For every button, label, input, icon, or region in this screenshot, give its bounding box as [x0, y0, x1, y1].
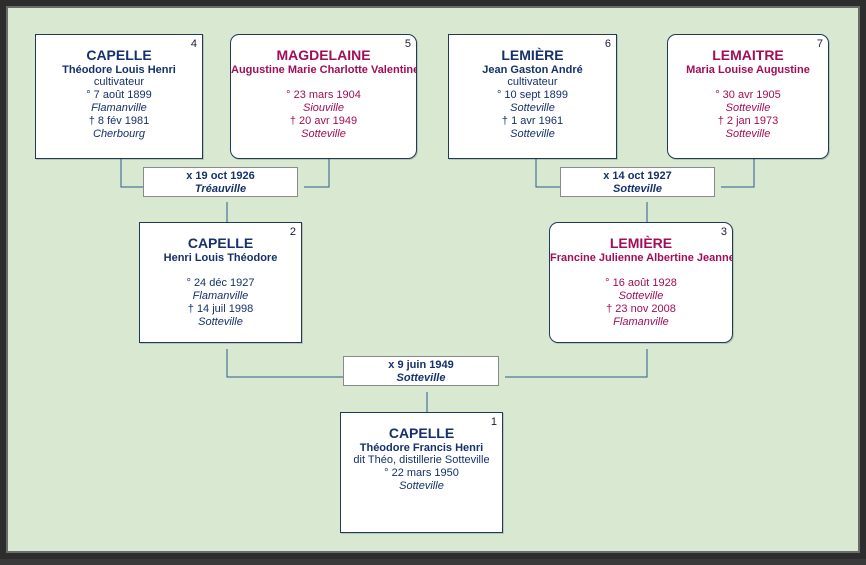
death-date: † 8 fév 1981	[88, 115, 150, 127]
birth-date: ° 24 déc 1927	[186, 277, 255, 289]
birth-place: Flamanville	[192, 290, 249, 302]
death-place: Sotteville	[198, 316, 243, 328]
death-place: Cherbourg	[93, 128, 145, 140]
birth-place: Sotteville	[725, 102, 771, 114]
birth-place: Sotteville	[618, 290, 664, 302]
given-names: Maria Louise Augustine	[686, 64, 810, 76]
occupation: cultivateur	[93, 76, 145, 88]
surname: MAGDELAINE	[276, 47, 371, 63]
birth-date: ° 30 avr 1905	[715, 89, 781, 101]
marriage-box-2-3[interactable]: x 9 juin 1949 Sotteville	[343, 356, 499, 386]
sosa-number: 5	[404, 38, 411, 50]
sosa-number: 6	[604, 38, 611, 50]
marriage-box-6-7[interactable]: x 14 oct 1927 Sotteville	[560, 167, 715, 197]
death-date: † 20 avr 1949	[289, 115, 358, 127]
birth-place: Flamanville	[91, 102, 147, 114]
surname: CAPELLE	[388, 425, 455, 441]
marriage-date: x 19 oct 1926	[186, 170, 255, 182]
person-card-1[interactable]: 1 CAPELLE Théodore Francis Henri dit Thé…	[340, 412, 503, 533]
given-names: Théodore Francis Henri	[359, 442, 484, 454]
sosa-number: 3	[720, 226, 727, 238]
surname: LEMAITRE	[712, 47, 784, 63]
death-date: † 23 nov 2008	[606, 303, 676, 315]
death-place: Sotteville	[301, 128, 346, 140]
death-date: † 14 juil 1998	[187, 303, 254, 315]
marriage-place: Sotteville	[396, 372, 446, 384]
person-card-5[interactable]: 5 MAGDELAINE Augustine Marie Charlotte V…	[230, 34, 417, 159]
birth-date: ° 16 août 1928	[605, 277, 677, 289]
given-names: Francine Julienne Albertine Jeanne	[550, 252, 733, 264]
sosa-number: 2	[289, 226, 296, 238]
person-card-3[interactable]: 3 LEMIÈRE Francine Julienne Albertine Je…	[549, 222, 733, 343]
given-names: Jean Gaston André	[482, 64, 583, 76]
given-names: Augustine Marie Charlotte Valentine	[231, 64, 417, 76]
death-date: † 2 jan 1973	[717, 115, 779, 127]
person-card-2[interactable]: 2 CAPELLE Henri Louis Théodore ° 24 déc …	[139, 222, 302, 343]
marriage-place: Tréauville	[194, 183, 247, 195]
marriage-box-4-5[interactable]: x 19 oct 1926 Tréauville	[143, 167, 298, 197]
death-place: Flamanville	[613, 316, 669, 328]
nickname-note: dit Théo, distillerie Sotteville	[353, 454, 490, 466]
person-card-6[interactable]: 6 LEMIÈRE Jean Gaston André cultivateur …	[448, 34, 617, 159]
sosa-number: 7	[816, 38, 823, 50]
surname: CAPELLE	[86, 47, 152, 63]
death-date: † 1 avr 1961	[501, 115, 564, 127]
birth-place: Sotteville	[399, 480, 444, 492]
person-card-4[interactable]: 4 CAPELLE Théodore Louis Henri cultivate…	[35, 34, 203, 159]
death-place: Sotteville	[510, 128, 555, 140]
given-names: Théodore Louis Henri	[62, 64, 176, 76]
birth-place: Siouville	[303, 102, 344, 114]
surname: CAPELLE	[187, 235, 254, 251]
sosa-number: 4	[190, 38, 197, 50]
marriage-place: Sotteville	[613, 183, 662, 195]
surname: LEMIÈRE	[609, 235, 673, 251]
surname: LEMIÈRE	[501, 47, 564, 63]
birth-date: ° 7 août 1899	[86, 89, 152, 101]
birth-date: ° 10 sept 1899	[496, 89, 569, 101]
birth-place: Sotteville	[510, 102, 555, 114]
death-place: Sotteville	[725, 128, 771, 140]
birth-date: ° 23 mars 1904	[286, 89, 361, 101]
sosa-number: 1	[490, 416, 497, 428]
person-card-7[interactable]: 7 LEMAITRE Maria Louise Augustine ° 30 a…	[667, 34, 829, 159]
birth-date: ° 22 mars 1950	[384, 467, 459, 479]
occupation: cultivateur	[507, 76, 558, 88]
marriage-date: x 14 oct 1927	[603, 170, 672, 182]
marriage-date: x 9 juin 1949	[388, 359, 454, 371]
given-names: Henri Louis Théodore	[163, 252, 278, 264]
